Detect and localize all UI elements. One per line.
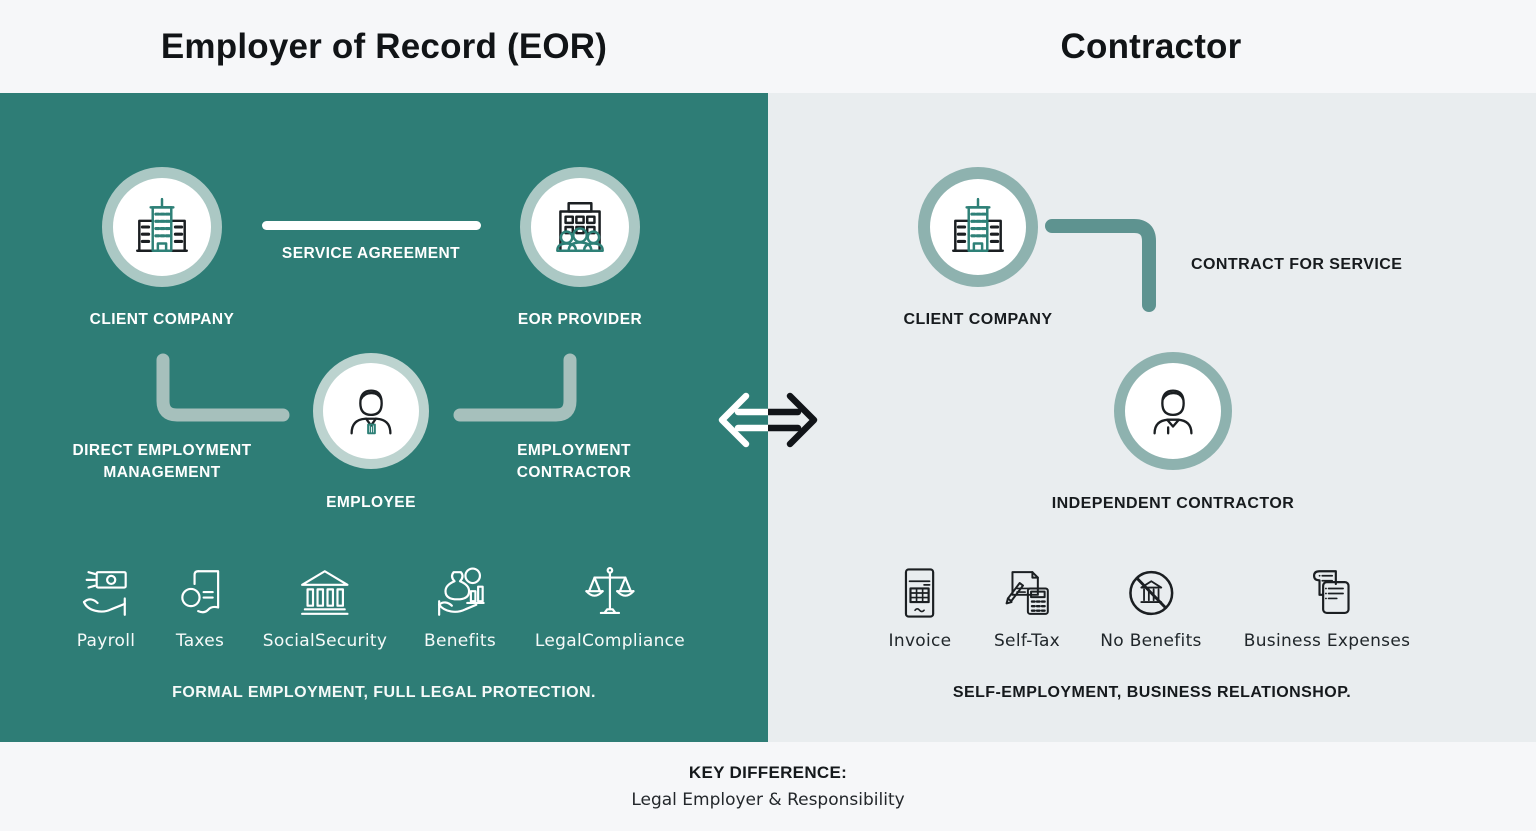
svg-text:$: $ xyxy=(1338,600,1345,611)
contractor-person-icon xyxy=(1153,389,1193,435)
taxes-label: Taxes xyxy=(175,631,225,651)
svg-text:$: $ xyxy=(187,593,194,604)
independent-contractor-label: INDEPENDENT CONTRACTOR xyxy=(1051,495,1295,512)
eor-client-company-label: CLIENT COMPANY xyxy=(89,311,235,328)
eor-provider-circle xyxy=(520,167,640,287)
benefits-icon: $ xyxy=(438,567,485,616)
employee-label: EMPLOYEE xyxy=(326,494,416,511)
contractor-client-company-circle xyxy=(918,167,1038,287)
service-agreement-line xyxy=(262,221,481,230)
self-tax-label: Self-Tax xyxy=(993,631,1061,651)
key-difference-label: KEY DIFFERENCE: xyxy=(688,763,848,782)
social-security-label: SocialSecurity xyxy=(262,631,388,651)
employee-icon xyxy=(350,389,392,435)
key-difference-value: Legal Employer & Responsibility xyxy=(631,790,905,810)
building-icon xyxy=(136,197,188,252)
contract-for-service-label: CONTRACT FOR SERVICE xyxy=(1191,256,1403,273)
eor-provider-label: EOR PROVIDER xyxy=(517,311,643,328)
contractor-client-company-label: CLIENT COMPANY xyxy=(903,311,1053,328)
contractor-title: Contractor xyxy=(1060,26,1242,66)
no-benefits-item: No Benefits xyxy=(1100,564,1201,651)
legal-compliance-item: LegalCompliance xyxy=(535,564,685,651)
eor-title: Employer of Record (EOR) xyxy=(160,26,608,66)
employment-contractor-label: EMPLOYMENT CONTRACTOR xyxy=(516,442,632,481)
direct-employment-management-label: DIRECT EMPLOYMENT MANAGEMENT xyxy=(72,442,252,481)
eor-summary: FORMAL EMPLOYMENT, FULL LEGAL PROTECTION… xyxy=(172,684,596,701)
employee-circle xyxy=(313,353,429,469)
header: Employer of Record (EOR) Contractor xyxy=(0,0,1536,93)
legal-compliance-icon xyxy=(585,566,635,615)
payroll-label: Payroll xyxy=(76,631,136,651)
footer: KEY DIFFERENCE: Legal Employer & Respons… xyxy=(0,742,1536,831)
legal-compliance-label: LegalCompliance xyxy=(534,631,686,651)
self-tax-icon: TAX xyxy=(1005,571,1049,615)
payroll-item: Payroll xyxy=(77,564,136,651)
business-expenses-label: Business Expenses xyxy=(1243,631,1411,651)
independent-contractor-circle xyxy=(1114,352,1232,470)
payroll-icon xyxy=(83,571,128,616)
contractor-summary: SELF-EMPLOYMENT, BUSINESS RELATIONSHOP. xyxy=(952,684,1352,701)
taxes-icon: TAX $ xyxy=(181,570,220,614)
self-tax-item: TAX Self-Tax xyxy=(994,564,1060,651)
exchange-arrow-icon xyxy=(718,392,818,448)
business-expenses-item: $ Business Expenses xyxy=(1244,564,1410,651)
contractor-panel: CLIENT COMPANY CONTRACT FOR SERVICE INDE… xyxy=(768,93,1536,742)
service-agreement-label: SERVICE AGREEMENT xyxy=(281,245,461,262)
no-benefits-icon xyxy=(1128,570,1174,616)
invoice-label: Invoice xyxy=(888,631,952,651)
benefits-label: Benefits xyxy=(424,631,496,651)
building-icon xyxy=(952,197,1004,252)
invoice-icon: INVOICE xyxy=(905,568,935,618)
social-security-item: SocialSecurity xyxy=(263,564,387,651)
svg-text:$: $ xyxy=(470,572,476,582)
invoice-item: INVOICE Invoice xyxy=(889,564,952,651)
svg-text:INVOICE: INVOICE xyxy=(906,574,933,580)
eor-client-company-circle xyxy=(102,167,222,287)
svg-text:TAX: TAX xyxy=(199,577,217,587)
social-security-icon xyxy=(301,570,349,615)
eor-panel: SERVICE AGREEMENT CLIENT COMPANY xyxy=(0,93,768,742)
business-expenses-icon: $ xyxy=(1313,570,1350,615)
no-benefits-label: No Benefits xyxy=(1100,631,1202,651)
taxes-item: TAX $ Taxes xyxy=(171,564,229,651)
benefits-item: $ Benefits xyxy=(424,564,496,651)
company-people-icon xyxy=(556,202,604,252)
